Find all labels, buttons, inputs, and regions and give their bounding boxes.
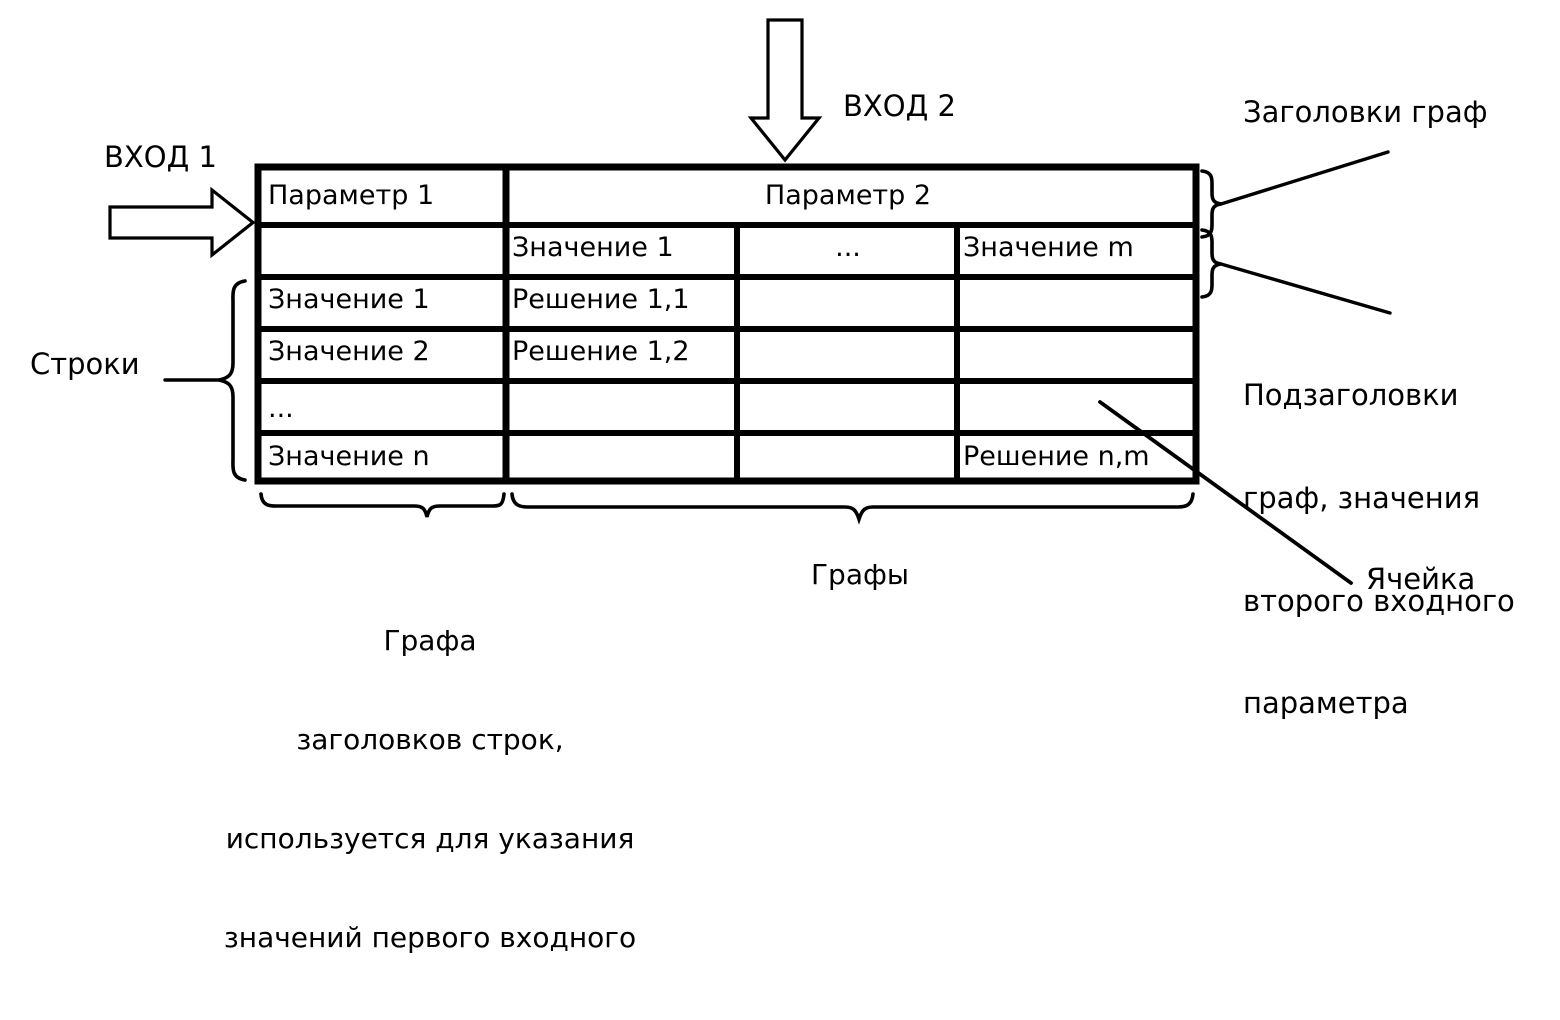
first-column-line-2: заголовков строк,: [296, 723, 564, 757]
columns-annotation-label: Графы: [810, 558, 910, 591]
first-column-line-3: используется для указания: [225, 822, 635, 856]
input1-arrow-icon: [108, 186, 256, 259]
table-row-header-3: Значение n: [268, 441, 430, 472]
table-row-header-0: Значение 1: [268, 284, 430, 315]
column-headers-brace: [1200, 169, 1222, 239]
input1-label: ВХОД 1: [104, 140, 217, 174]
columns-brace: [510, 492, 1195, 525]
first-column-annotation: Графа заголовков строк, используется для…: [15, 558, 845, 1020]
table-cell-3-2: Решение n,m: [963, 441, 1150, 472]
column-subheaders-line-1: Подзаголовки: [1243, 378, 1459, 413]
column-subheaders-leader: [1219, 262, 1392, 315]
table-header-param2: Параметр 2: [764, 180, 932, 211]
column-subheaders-brace: [1200, 228, 1222, 299]
first-column-line-1: Графа: [383, 624, 477, 658]
table-cell-0-0: Решение 1,1: [512, 284, 690, 315]
input2-label: ВХОД 2: [843, 89, 956, 123]
column-subheaders-line-3: второго входного: [1243, 583, 1515, 618]
column-subheaders-line-4: параметра: [1243, 686, 1409, 721]
table-row-header-1: Значение 2: [268, 336, 430, 367]
column-headers-annotation-label: Заголовки граф: [1243, 95, 1488, 129]
first-column-line-4: значений первого входного: [223, 921, 637, 955]
rows-annotation-label: Строки: [30, 347, 140, 381]
cell-annotation-label: Ячейка: [1366, 562, 1476, 596]
column-subheaders-annotation: Подзаголовки граф, значения второго вход…: [1243, 310, 1515, 789]
column-subheaders-line-2: граф, значения: [1243, 481, 1481, 516]
diagram-canvas: Параметр 1 Параметр 2 Значение 1 ... Зна…: [30, 18, 1515, 954]
table-cell-1-0: Решение 1,2: [512, 336, 690, 367]
first-column-brace: [259, 492, 506, 518]
table-subheader-2: Значение m: [963, 232, 1134, 263]
rows-brace: [218, 279, 247, 482]
table-row-header-2: ...: [268, 393, 294, 424]
table-subheader-0: Значение 1: [512, 232, 674, 263]
table-header-param1: Параметр 1: [268, 180, 435, 211]
decision-table: Параметр 1 Параметр 2 Значение 1 ... Зна…: [258, 167, 1196, 481]
table-subheader-1: ...: [835, 232, 861, 263]
input2-arrow-icon: [747, 18, 823, 163]
column-headers-leader: [1219, 150, 1390, 206]
